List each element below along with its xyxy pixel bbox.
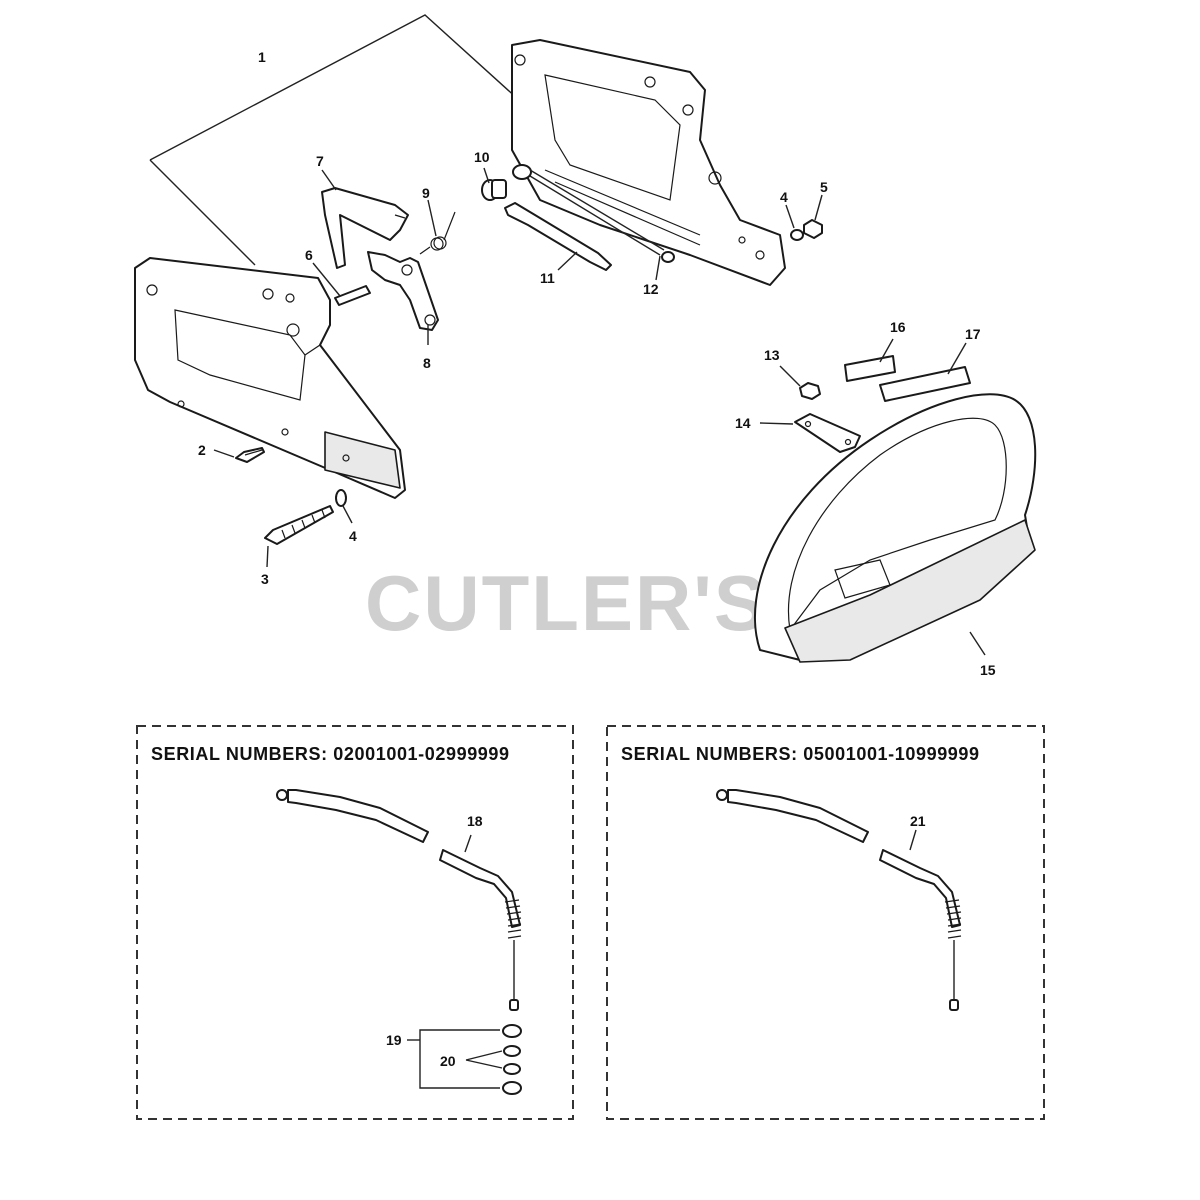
callout-5: 5 bbox=[820, 179, 828, 195]
callout-9: 9 bbox=[422, 185, 430, 201]
callout-12: 12 bbox=[643, 281, 659, 297]
part-18-spring-coils bbox=[504, 899, 522, 939]
leader-1 bbox=[149, 14, 531, 266]
callout-20: 20 bbox=[440, 1053, 456, 1069]
callout-8: 8 bbox=[423, 355, 431, 371]
callout-6: 6 bbox=[305, 247, 313, 263]
part-4-washer-top bbox=[790, 229, 804, 241]
part-14-plate bbox=[794, 413, 861, 453]
part-9-spring bbox=[419, 211, 456, 255]
part-8-throttle bbox=[367, 251, 439, 331]
callout-11: 11 bbox=[540, 270, 555, 286]
part-6-pin bbox=[334, 285, 371, 306]
serial-box-right-title: SERIAL NUMBERS: 05001001-10999999 bbox=[621, 744, 980, 764]
leader-21 bbox=[909, 829, 917, 851]
callout-4-lower: 4 bbox=[349, 528, 357, 544]
left-handle-half bbox=[134, 257, 406, 499]
part-10-grommet bbox=[481, 179, 507, 201]
part-7-trigger bbox=[321, 187, 409, 269]
part-12-rod bbox=[512, 164, 675, 263]
callout-15: 15 bbox=[980, 662, 996, 678]
part-17-label bbox=[879, 366, 971, 402]
callout-7: 7 bbox=[316, 153, 324, 169]
part-2-screw bbox=[235, 447, 265, 463]
serial-box-right: SERIAL NUMBERS: 05001001-10999999 21 bbox=[606, 725, 1045, 1120]
callout-19: 19 bbox=[386, 1032, 402, 1048]
part-3-long-screw bbox=[264, 505, 334, 545]
part-5-nut bbox=[803, 219, 823, 239]
part-21-spring-coils bbox=[944, 899, 962, 939]
serial-box-left: SERIAL NUMBERS: 02001001-02999999 bbox=[136, 725, 574, 1120]
callout-13: 13 bbox=[764, 347, 780, 363]
leader-lines bbox=[213, 167, 986, 656]
callout-1: 1 bbox=[258, 49, 266, 65]
callout-14: 14 bbox=[735, 415, 751, 431]
callout-3: 3 bbox=[261, 571, 269, 587]
part-16-label bbox=[844, 355, 896, 382]
leader-19-20 bbox=[407, 834, 503, 1089]
callout-2: 2 bbox=[198, 442, 206, 458]
part-13-nut bbox=[799, 382, 821, 400]
part-18-cable bbox=[276, 789, 522, 1011]
part-4-washer-bottom bbox=[335, 489, 347, 507]
callout-4-upper: 4 bbox=[780, 189, 788, 205]
watermark-text: CUTLER'S bbox=[365, 559, 768, 647]
part-21-cable bbox=[716, 789, 962, 1011]
part-19-20-nuts bbox=[502, 1024, 522, 1095]
part-11-cable bbox=[504, 202, 612, 271]
callout-10: 10 bbox=[474, 149, 490, 165]
part-15-front-handle bbox=[753, 393, 1037, 663]
right-handle-half bbox=[511, 39, 786, 286]
callout-17: 17 bbox=[965, 326, 981, 342]
callout-16: 16 bbox=[890, 319, 906, 335]
callout-21: 21 bbox=[910, 813, 926, 829]
serial-box-left-title: SERIAL NUMBERS: 02001001-02999999 bbox=[151, 744, 510, 764]
callout-18: 18 bbox=[467, 813, 483, 829]
